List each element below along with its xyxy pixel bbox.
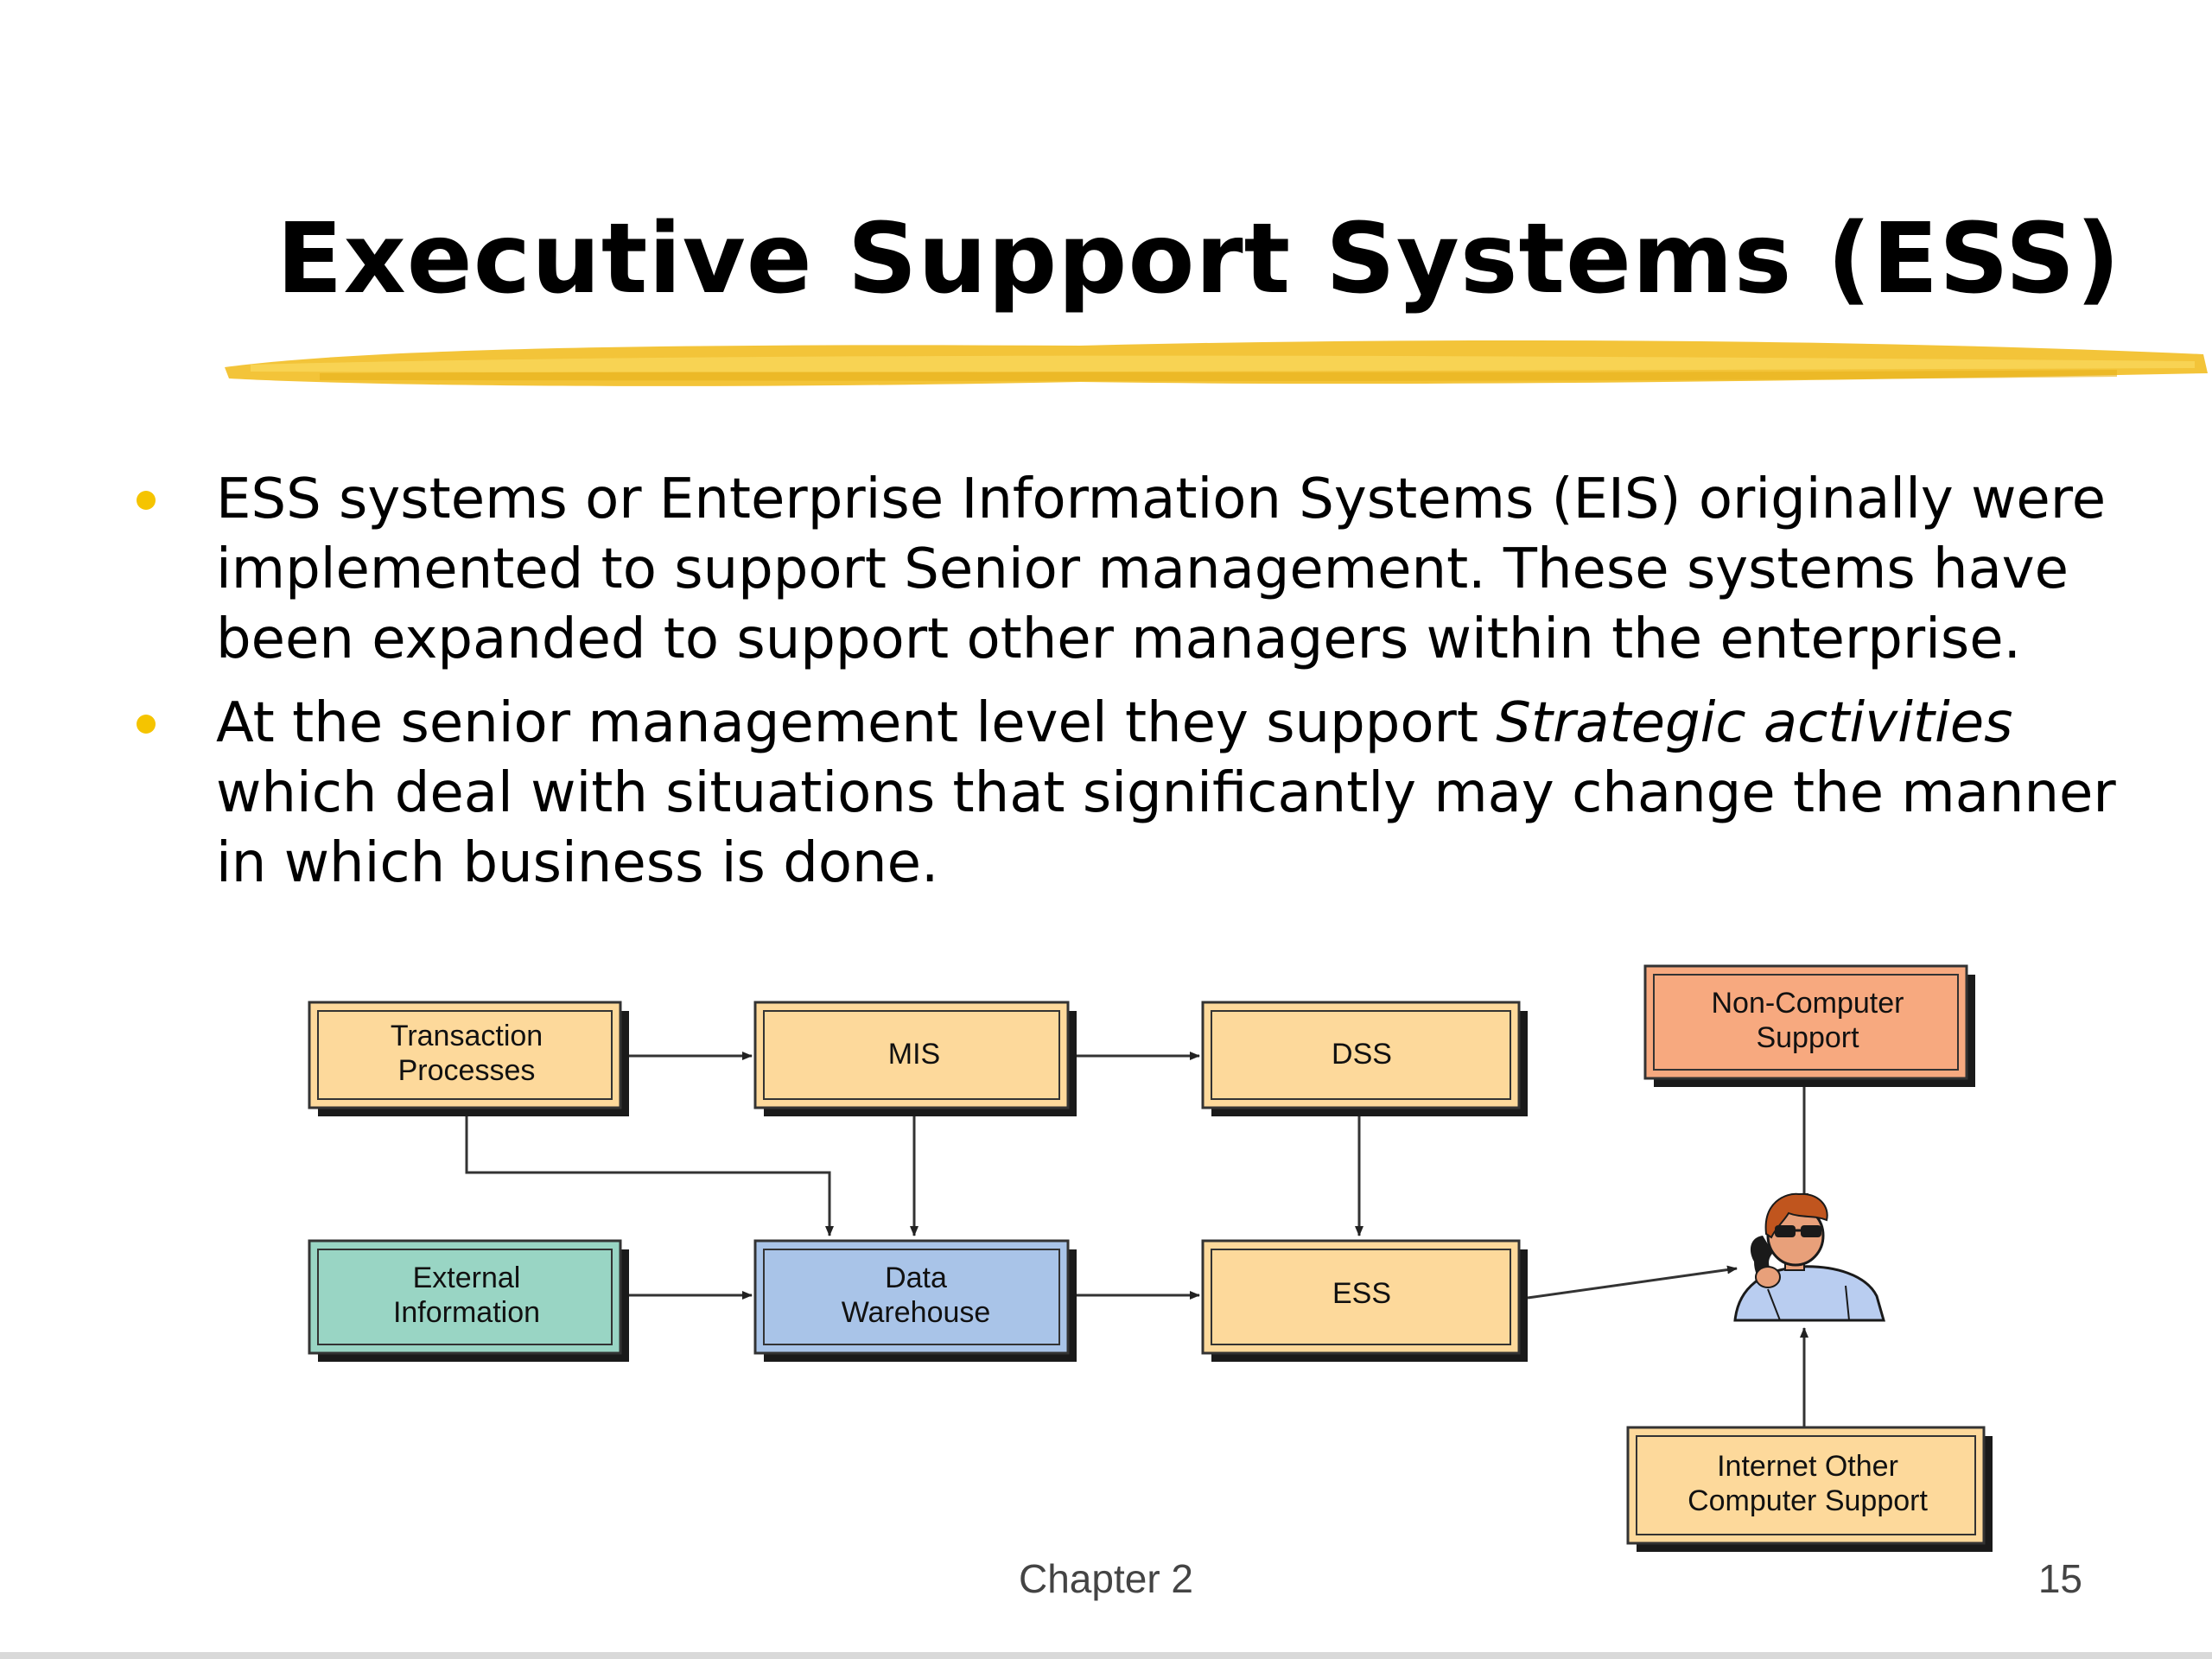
bullet-dot-icon <box>137 491 156 510</box>
bullet-list: ESS systems or Enterprise Information Sy… <box>130 465 2117 912</box>
arrow-ess-to-executive <box>1527 1265 1738 1300</box>
bullet-text: ESS systems or Enterprise Information Sy… <box>216 467 2107 671</box>
bullet-emphasis: Strategic activities <box>1496 691 2013 755</box>
box-label-line: Support <box>1756 1021 1859 1054</box>
box-label-line: Computer Support <box>1688 1484 1928 1517</box>
box-internet-other-computer-support: Internet Other Computer Support <box>1626 1426 1993 1552</box>
box-label-line: Non-Computer <box>1712 987 1904 1020</box>
footer-chapter: Chapter 2 <box>1018 1556 1193 1601</box>
box-data-warehouse: Data Warehouse <box>753 1239 1077 1362</box>
connectors <box>465 1052 1808 1427</box>
box-label-line: Processes <box>398 1054 536 1087</box>
slide-title: Executive Support Systems (ESS) <box>276 203 2121 315</box>
box-label-line: External <box>413 1262 521 1294</box>
executive-person-icon <box>1733 1192 1885 1322</box>
arrow-transaction-to-warehouse <box>465 1116 834 1236</box>
box-label-line: Data <box>885 1262 947 1294</box>
box-label-line: Warehouse <box>842 1296 991 1329</box>
bullet-dot-icon <box>137 715 156 734</box>
bullet-item: ESS systems or Enterprise Information Sy… <box>130 465 2117 675</box>
bottom-divider <box>0 1652 2212 1659</box>
box-external-information: External Information <box>308 1239 629 1362</box>
box-label-line: Transaction <box>391 1020 543 1052</box>
box-label-line: ESS <box>1332 1277 1391 1310</box>
box-non-computer-support: Non-Computer Support <box>1643 964 1975 1087</box>
box-dss: DSS <box>1201 1001 1528 1116</box>
box-label-line: DSS <box>1332 1038 1392 1071</box>
box-label-line: Internet Other <box>1717 1450 1898 1483</box>
box-label-line: Information <box>393 1296 540 1329</box>
title-underline-brushstroke <box>225 340 2208 386</box>
box-label-line: MIS <box>888 1038 940 1071</box>
footer-page-number: 15 <box>2037 1556 2082 1601</box>
box-transaction-processes: Transaction Processes <box>308 1001 629 1116</box>
box-mis: MIS <box>753 1001 1077 1116</box>
bullet-text-after: which deal with situations that signific… <box>216 761 2116 895</box>
bullet-item: At the senior management level they supp… <box>130 689 2117 899</box>
bullet-text-before: At the senior management level they supp… <box>216 691 1497 755</box>
box-ess: ESS <box>1201 1239 1528 1362</box>
